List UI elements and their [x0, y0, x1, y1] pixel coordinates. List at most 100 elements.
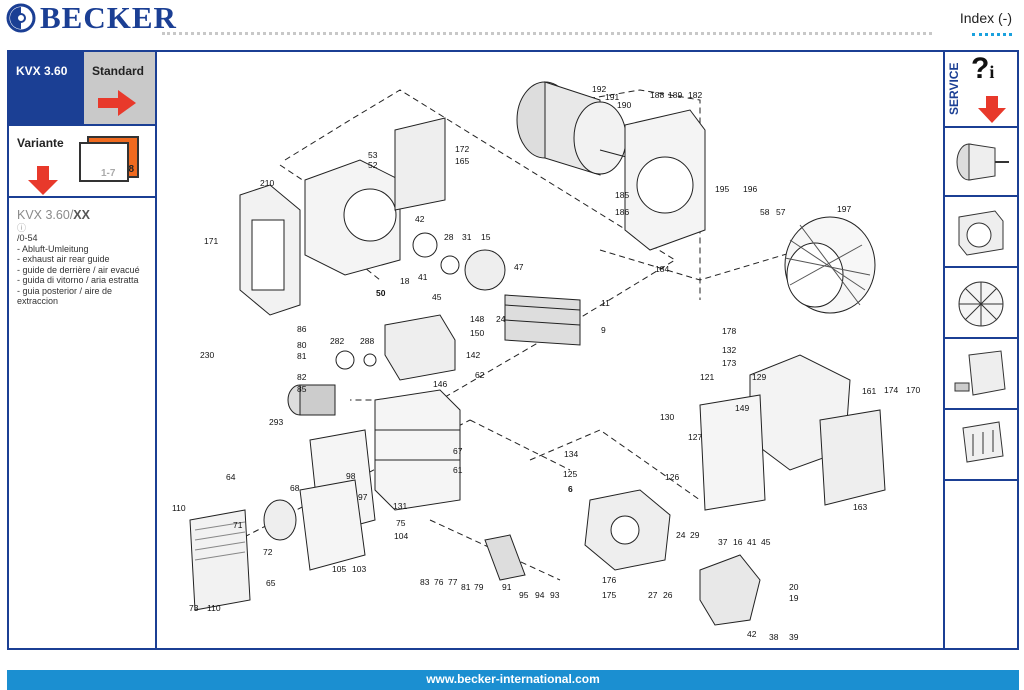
part-number-label[interactable]: 72: [263, 547, 273, 557]
part-number-label[interactable]: 288: [360, 336, 374, 346]
part-number-label[interactable]: 127: [688, 432, 702, 442]
part-number-label[interactable]: 171: [204, 236, 218, 246]
becker-logo[interactable]: BECKER: [6, 0, 177, 35]
part-number-label[interactable]: 132: [722, 345, 736, 355]
part-number-label[interactable]: 195: [715, 184, 729, 194]
part-number-label[interactable]: 185: [615, 190, 629, 200]
thumbnail-motor[interactable]: [945, 126, 1017, 197]
part-number-label[interactable]: 29: [690, 530, 700, 540]
part-number-label[interactable]: 75: [396, 518, 406, 528]
part-number-label[interactable]: 83: [420, 577, 430, 587]
part-number-label[interactable]: 95: [519, 590, 529, 600]
part-number-label[interactable]: 47: [514, 262, 524, 272]
part-number-label[interactable]: 178: [722, 326, 736, 336]
variante-section[interactable]: Variante 8 1-7: [9, 124, 155, 198]
part-number-label[interactable]: 31: [462, 232, 472, 242]
part-number-label[interactable]: 39: [789, 632, 799, 642]
part-number-label[interactable]: 81: [297, 351, 307, 361]
part-number-label[interactable]: 186: [615, 207, 629, 217]
part-number-label[interactable]: 172: [455, 144, 469, 154]
footer-url[interactable]: www.becker-international.com: [7, 670, 1019, 690]
part-number-label[interactable]: 58: [760, 207, 770, 217]
part-number-label[interactable]: 230: [200, 350, 214, 360]
index-link[interactable]: Index (-): [959, 10, 1012, 26]
part-number-label[interactable]: 65: [266, 578, 276, 588]
part-number-label[interactable]: 103: [352, 564, 366, 574]
part-number-label[interactable]: 110: [207, 603, 221, 613]
part-number-label[interactable]: 71: [233, 520, 243, 530]
part-number-label[interactable]: 37: [718, 537, 728, 547]
part-number-label[interactable]: 126: [665, 472, 679, 482]
part-number-label[interactable]: 42: [415, 214, 425, 224]
part-number-label[interactable]: 28: [444, 232, 454, 242]
part-number-label[interactable]: 170: [906, 385, 920, 395]
part-number-label[interactable]: 184: [655, 264, 669, 274]
part-number-label[interactable]: 150: [470, 328, 484, 338]
part-number-label[interactable]: 190: [617, 100, 631, 110]
part-number-label[interactable]: 110: [172, 503, 186, 513]
thumbnail-switch[interactable]: [945, 410, 1017, 481]
part-number-label[interactable]: 61: [453, 465, 463, 475]
standard-tab[interactable]: Standard: [84, 52, 155, 124]
part-number-label[interactable]: 73: [189, 603, 199, 613]
part-number-label[interactable]: 196: [743, 184, 757, 194]
part-number-label[interactable]: 104: [394, 531, 408, 541]
part-number-label[interactable]: 173: [722, 358, 736, 368]
part-number-label[interactable]: 11: [601, 298, 610, 308]
part-number-label[interactable]: 197: [837, 204, 851, 214]
part-number-label[interactable]: 57: [776, 207, 786, 217]
part-number-label[interactable]: 41: [747, 537, 757, 547]
part-number-label[interactable]: 85: [297, 384, 307, 394]
part-number-label[interactable]: 38: [769, 632, 779, 642]
model-tab[interactable]: KVX 3.60: [9, 52, 84, 124]
part-number-label[interactable]: 67: [453, 446, 463, 456]
part-number-label[interactable]: 24: [676, 530, 686, 540]
part-number-label[interactable]: 125: [563, 469, 577, 479]
part-number-label[interactable]: 163: [853, 502, 867, 512]
part-number-label[interactable]: 94: [535, 590, 545, 600]
part-number-label[interactable]: 175: [602, 590, 616, 600]
part-number-label[interactable]: 105: [332, 564, 346, 574]
part-number-label[interactable]: 50: [376, 288, 386, 298]
part-number-label[interactable]: 82: [297, 372, 307, 382]
part-number-label[interactable]: 191: [605, 92, 619, 102]
part-number-label[interactable]: 210: [260, 178, 274, 188]
part-number-label[interactable]: 19: [789, 593, 799, 603]
part-number-label[interactable]: 176: [602, 575, 616, 585]
part-number-label[interactable]: 76: [434, 577, 444, 587]
part-number-label[interactable]: 192: [592, 84, 606, 94]
part-number-label[interactable]: 161: [862, 386, 876, 396]
part-number-label[interactable]: 165: [455, 156, 469, 166]
part-number-label[interactable]: 6: [568, 484, 573, 494]
part-number-label[interactable]: 15: [481, 232, 491, 242]
part-number-label[interactable]: 80: [297, 340, 307, 350]
part-number-label[interactable]: 174: [884, 385, 898, 395]
part-number-label[interactable]: 282: [330, 336, 344, 346]
part-number-label[interactable]: 189: [668, 90, 682, 100]
part-number-label[interactable]: 91: [502, 582, 512, 592]
part-number-label[interactable]: 45: [761, 537, 771, 547]
part-number-label[interactable]: 293: [269, 417, 283, 427]
part-number-label[interactable]: 45: [432, 292, 442, 302]
part-number-label[interactable]: 129: [752, 372, 766, 382]
part-number-label[interactable]: 26: [663, 590, 673, 600]
part-number-label[interactable]: 130: [660, 412, 674, 422]
part-number-label[interactable]: 77: [448, 577, 458, 587]
part-number-label[interactable]: 93: [550, 590, 560, 600]
thumbnail-housing[interactable]: [945, 197, 1017, 268]
part-number-label[interactable]: 182: [688, 90, 702, 100]
part-number-label[interactable]: 121: [700, 372, 714, 382]
part-number-label[interactable]: 142: [466, 350, 480, 360]
part-number-label[interactable]: 42: [747, 629, 757, 639]
part-number-label[interactable]: 20: [789, 582, 799, 592]
part-number-label[interactable]: 64: [226, 472, 236, 482]
part-number-label[interactable]: 41: [418, 272, 428, 282]
part-number-label[interactable]: 52: [368, 160, 378, 170]
part-number-label[interactable]: 81: [461, 582, 471, 592]
part-number-label[interactable]: 146: [433, 379, 447, 389]
part-number-label[interactable]: 27: [648, 590, 658, 600]
part-number-label[interactable]: 97: [358, 492, 368, 502]
service-button[interactable]: SERVICE ?i: [945, 52, 1017, 128]
part-number-label[interactable]: 68: [290, 483, 300, 493]
part-number-label[interactable]: 16: [733, 537, 743, 547]
